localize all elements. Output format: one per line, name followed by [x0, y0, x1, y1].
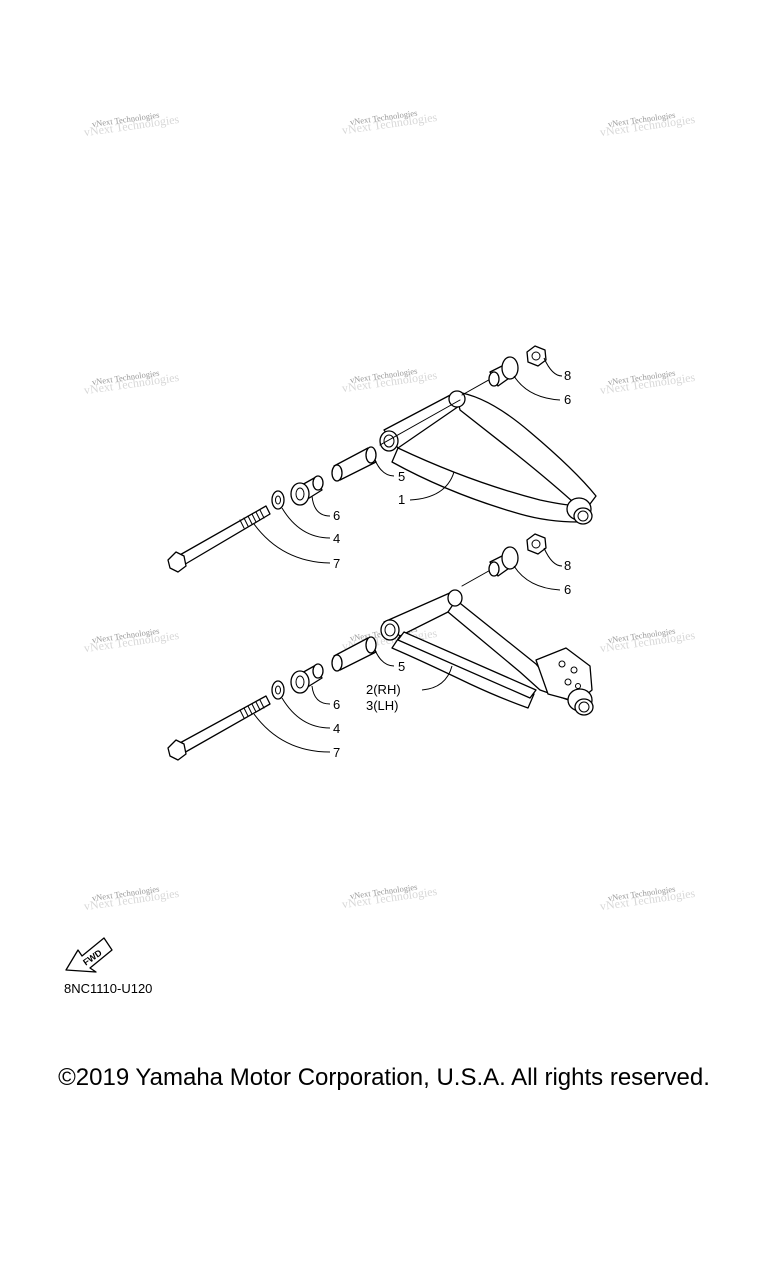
leader-line: [311, 495, 331, 517]
upper-nut-part-8: [526, 345, 547, 367]
callout-nut: 8: [564, 558, 571, 573]
callout-bushing: 6: [564, 392, 571, 407]
leader-line: [281, 697, 331, 729]
leader-line: [311, 685, 331, 705]
leader-line: [421, 665, 453, 691]
upper-bolt-part-7: [167, 505, 271, 573]
callout-bolt: 7: [333, 745, 340, 760]
callout-bushing: 6: [564, 582, 571, 597]
lower-bushing-top-part-6: [488, 546, 519, 577]
copyright-notice: ©2019 Yamaha Motor Corporation, U.S.A. A…: [58, 1064, 710, 1091]
leader-line: [543, 547, 563, 567]
upper-arm-assembly: 8 6 5 1 6 4 7: [167, 345, 597, 573]
leader-line: [374, 649, 395, 667]
leader-line: [513, 565, 561, 591]
lower-bolt-part-7: [167, 695, 271, 761]
callout-nut: 8: [564, 368, 571, 383]
callout-arm: 1: [398, 492, 405, 507]
lower-nut-part-8: [526, 533, 547, 555]
upper-arm-part-1: [379, 390, 597, 525]
leader-line: [253, 713, 331, 753]
leader-line: [513, 375, 561, 401]
callout-collar: 5: [398, 659, 405, 674]
callout-washer: 4: [333, 531, 340, 546]
leader-line: [253, 523, 331, 564]
callout-collar: 5: [398, 469, 405, 484]
leader-line: [409, 471, 455, 501]
callout-bushing: 6: [333, 508, 340, 523]
lower-arm-part-2-3: [380, 589, 594, 716]
upper-collar-part-5: [331, 446, 377, 482]
fwd-arrow-icon: FWD: [65, 937, 113, 973]
diagram-code: 8NC1110-U120: [64, 981, 153, 996]
callout-washer: 4: [333, 721, 340, 736]
callout-arm-rh: 2(RH): [366, 682, 401, 697]
leader-line: [281, 507, 331, 539]
lower-arm-assembly: 8 6 5 2(RH) 3(LH) 6 4 7: [167, 533, 594, 761]
upper-washer-part-4: [271, 490, 285, 510]
upper-bushing-top-part-6: [488, 356, 519, 387]
lower-washer-part-4: [271, 680, 285, 700]
upper-bushing-bottom-part-6: [290, 475, 324, 506]
leader-line: [374, 459, 395, 477]
leader-line: [543, 357, 563, 377]
callout-arm-lh: 3(LH): [366, 698, 399, 713]
callout-bolt: 7: [333, 556, 340, 571]
callout-bushing: 6: [333, 697, 340, 712]
lower-bushing-bottom-part-6: [290, 663, 324, 694]
